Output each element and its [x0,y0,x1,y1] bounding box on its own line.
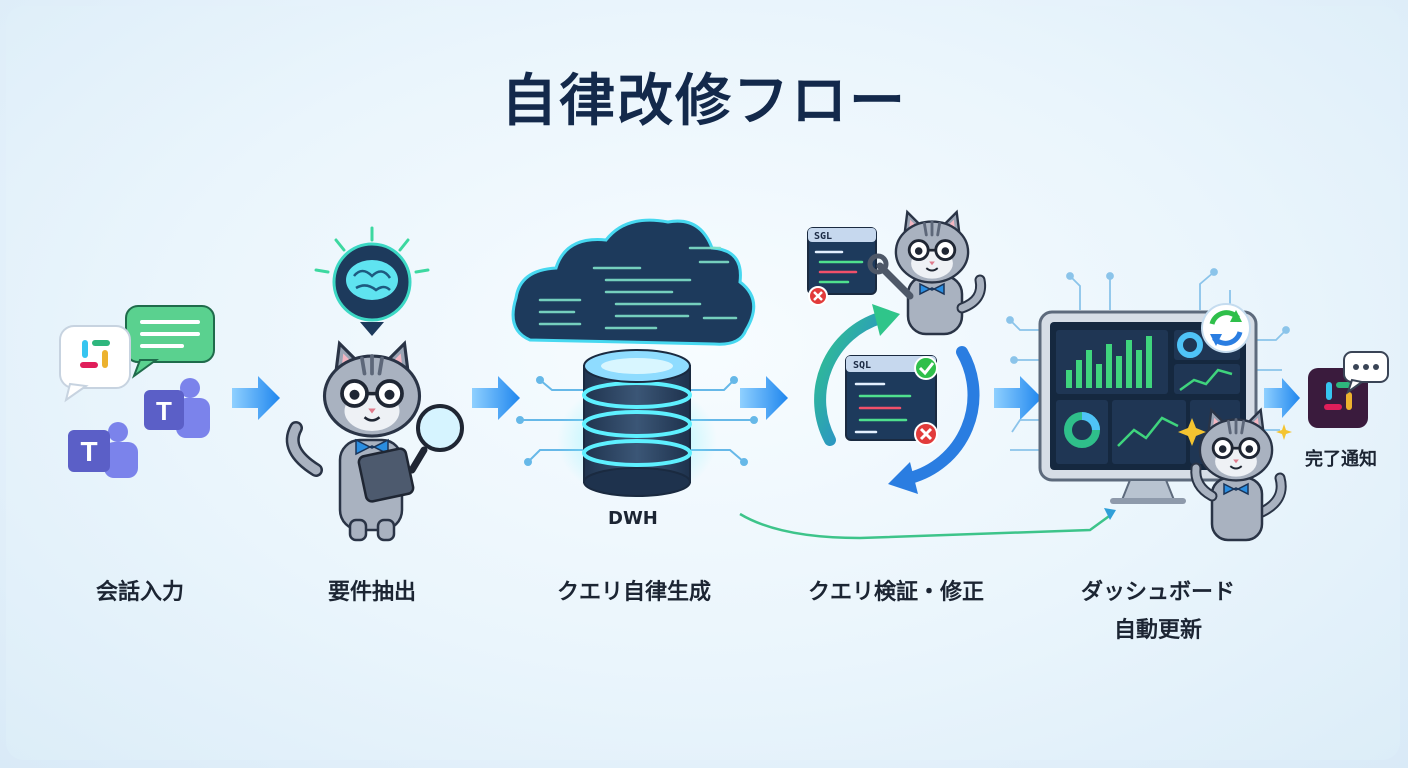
arrow-4 [994,376,1042,420]
sql-tag-top: SGL [814,231,832,242]
arrow-5 [1264,378,1300,418]
arrow-2 [472,376,520,420]
cloud-icon [511,218,756,346]
step-notify-illustration [1308,351,1389,428]
svg-text:T: T [80,436,97,467]
svg-text:T: T [156,396,172,426]
arrow-3 [740,376,788,420]
brain-icon [314,226,430,336]
step-label-dashboard-line2: 自動更新 [1113,618,1202,643]
check-icon [914,356,938,380]
error-icon [914,422,938,446]
sql-window-top: SGL [807,227,877,306]
tablet-icon [357,447,415,503]
chat-bubble-icon [1343,351,1389,395]
network-lines [516,376,758,466]
chat-bubble-icon [125,305,215,379]
flow-arrows [232,376,1300,540]
step-verify-illustration: SGL SQL [807,210,987,494]
sql-tag-middle: SQL [853,360,871,371]
cat-character [285,341,464,542]
step-label-verify: クエリ検証・修正 [807,580,984,605]
step-extract-illustration [285,226,464,542]
dwh-label: DWH [608,508,658,529]
error-icon [808,286,828,306]
step-label-dashboard-line1: ダッシュボード [1080,580,1235,605]
refresh-icon [1201,303,1251,353]
teams-icon: T [144,378,210,438]
sparkle-icon [1178,418,1292,446]
cat-character [1190,408,1287,542]
arrow-1 [232,376,280,420]
magnifier-icon [408,404,464,474]
step-label-extract: 要件抽出 [327,580,416,605]
slack-icon [59,325,131,403]
step-label-notify: 完了通知 [1305,449,1377,470]
step-input-icons: T T [59,305,215,478]
wrench-icon [867,253,914,300]
connector-line [739,512,1113,540]
step-dashboard-illustration [1006,268,1292,542]
step-label-generate: クエリ自律生成 [556,580,711,605]
step-label-input: 会話入力 [95,580,184,605]
cat-character [867,210,987,336]
database-icon [557,349,717,500]
sql-window-middle: SQL [845,355,938,446]
step-generate-illustration [511,218,758,500]
cycle-arrows [814,304,980,494]
teams-icon: T [68,422,138,478]
page-title: 自律改修フロー [501,69,907,134]
